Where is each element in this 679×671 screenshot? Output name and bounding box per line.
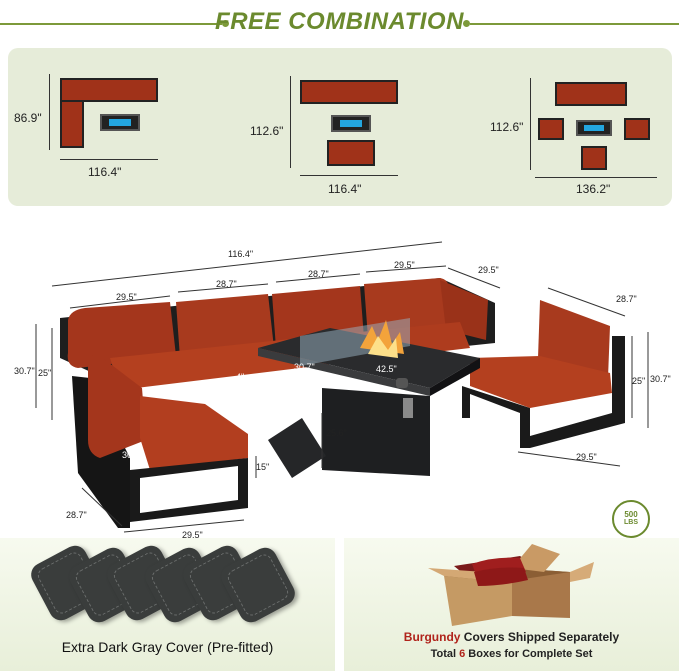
dim-table-height: 25.6": [326, 428, 347, 438]
dim-chair-arm-height: 25": [632, 376, 646, 386]
layout-3-height-label: 112.6": [490, 120, 524, 134]
box-count: 6: [459, 648, 466, 660]
dark-gray-cover-panel: Extra Dark Gray Cover (Pre-fitted): [0, 538, 335, 671]
dim-corner-width: 29.5": [182, 530, 203, 540]
header-line-right: [470, 23, 679, 25]
dim-table-width: 42.5": [376, 364, 397, 374]
dim-seat-3: 28.7": [308, 269, 329, 279]
dimension-lines: [35, 241, 649, 533]
shipping-note: Covers Shipped Separately: [460, 630, 620, 644]
page-title: FREE COMBINATION: [215, 8, 464, 35]
header-dot-right: [463, 20, 470, 27]
burgundy-cover-panel: Burgundy Covers Shipped Separately Total…: [344, 538, 679, 671]
dim-corner-depth: 28.7": [66, 510, 87, 520]
layout-1-sofa-row: [60, 78, 158, 102]
layout-1-height-line: [49, 74, 50, 150]
layout-2-firepit-icon: [331, 115, 371, 132]
header-dot-left: [222, 20, 229, 27]
layout-1-width-label: 116.4": [88, 165, 122, 179]
layout-options-panel: 86.9" 116.4" 112.6" 116.4" 112.6" 136.2": [8, 48, 672, 206]
cover-caption: Extra Dark Gray Cover (Pre-fitted): [61, 639, 274, 655]
dim-corner-back-height: 30.7": [122, 450, 143, 460]
shipping-caption-line-2: Total 6 Boxes for Complete Set: [344, 648, 679, 660]
shipping-box-illustration: [428, 544, 594, 626]
total-label: Total: [430, 648, 460, 660]
firepit-table: [258, 318, 480, 476]
layout-2-height-line: [290, 76, 291, 168]
boxes-label: Boxes for Complete Set: [465, 648, 593, 660]
dim-table-depth: 30.7": [294, 362, 315, 372]
layout-2-width-line: [300, 175, 398, 176]
layout-1-width-line: [60, 159, 158, 160]
layout-3-width-line: [535, 177, 657, 178]
layout-3-sofa-row: [555, 82, 627, 106]
layout-2-width-label: 116.4": [328, 182, 362, 196]
dim-seat-height-left: 25": [38, 368, 52, 378]
layout-1-sofa-side: [60, 100, 84, 148]
storage-cover: [268, 418, 326, 478]
header-line-left: [0, 23, 222, 25]
dim-total-width: 116.4": [228, 249, 254, 259]
dim-right-chair-depth: 28.7": [616, 294, 637, 304]
layout-3-width-label: 136.2": [576, 182, 611, 196]
corner-chair: [72, 355, 248, 528]
layout-3-chair-right: [624, 118, 650, 140]
dim-back-height-left: 30.7": [14, 366, 35, 376]
weight-capacity-badge: 500 LBS: [612, 500, 650, 538]
product-scene: 116.4" 29.5" 28.7" 28.7" 29.5" 29.5" 28.…: [0, 208, 679, 540]
badge-weight-unit: LBS: [624, 519, 638, 526]
layout-3-height-line: [530, 78, 531, 170]
layout-3-chair-left: [538, 118, 564, 140]
header: FREE COMBINATION: [0, 0, 679, 46]
layout-2-sofa-row: [300, 80, 398, 104]
right-chair: [462, 300, 625, 448]
layout-2-height-label: 112.6": [250, 124, 284, 138]
layout-1-firepit-icon: [100, 114, 140, 131]
dim-chair-back-height: 30.7": [650, 374, 671, 384]
dim-cushion-thickness: 4": [236, 372, 245, 382]
shipping-caption-line-1: Burgundy Covers Shipped Separately: [344, 630, 679, 644]
layout-3-chair-bottom: [581, 146, 607, 170]
dim-seat-height: 15": [256, 462, 270, 472]
furniture-illustration: [35, 241, 649, 533]
layout-3-firepit-icon: [576, 120, 612, 136]
dim-seat-1: 29.5": [116, 292, 137, 302]
dim-seat-4: 29.5": [394, 260, 415, 270]
layout-2-sofa-bottom: [327, 140, 375, 166]
badge-weight-value: 500: [624, 510, 638, 519]
dim-seat-2: 28.7": [216, 279, 237, 289]
dim-seat-5: 29.5": [478, 265, 499, 275]
dim-chair-width-right: 29.5": [576, 452, 597, 462]
burgundy-label: Burgundy: [403, 630, 461, 644]
layout-1-height-label: 86.9": [14, 111, 42, 125]
